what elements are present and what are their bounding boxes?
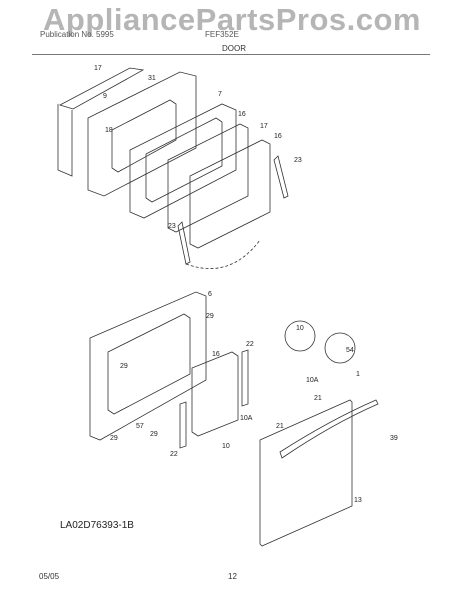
callout-29: 29 <box>206 313 214 320</box>
screw-10-detail <box>284 320 316 352</box>
callout-21-b: 21 <box>276 423 284 430</box>
diagram-code: LA02D76393-1B <box>60 520 134 531</box>
callout-31: 31 <box>148 75 156 82</box>
door-gasket-outline <box>57 104 73 177</box>
callout-16: 16 <box>238 111 246 118</box>
glass-frame <box>129 103 237 219</box>
outer-door-panel <box>89 291 207 441</box>
callout-39: 39 <box>390 435 398 442</box>
door-front-panel <box>259 399 353 547</box>
screw-54-detail <box>324 332 356 364</box>
outer-door-window <box>107 313 191 415</box>
side-trim-right <box>241 349 249 407</box>
window-glass <box>191 351 239 437</box>
callout-22b: 22 <box>170 451 178 458</box>
callout-10-b: 10 <box>222 443 230 450</box>
callout-10A: 10A <box>306 377 319 384</box>
callout-17b: 17 <box>260 123 268 130</box>
glass-retainer <box>189 139 271 249</box>
inner-door-liner <box>87 71 197 197</box>
callout-54: 54 <box>346 347 354 354</box>
publication-number: Publication No. 5995 <box>40 30 114 39</box>
callout-21: 21 <box>314 395 322 402</box>
callout-16c: 16 <box>212 351 220 358</box>
callout-23b: 23 <box>168 223 176 230</box>
callout-22: 22 <box>246 341 254 348</box>
glass-frame-window <box>145 117 223 203</box>
callout-10: 10 <box>296 325 304 332</box>
callout-29b: 29 <box>120 363 128 370</box>
callout-13: 13 <box>354 497 362 504</box>
section-title: DOOR <box>222 44 246 53</box>
liner-window-seal <box>111 99 177 173</box>
footer-date: 05/05 <box>39 572 60 581</box>
callout-1: 1 <box>356 371 360 378</box>
callout-16b: 16 <box>274 133 282 140</box>
page-number: 12 <box>228 572 237 581</box>
header-rule <box>32 54 430 55</box>
door-handle <box>279 399 379 459</box>
callout-10A-b: 10A <box>240 415 253 422</box>
callout-7: 7 <box>218 91 222 98</box>
hinge-right <box>273 155 289 199</box>
callout-6: 6 <box>208 291 212 298</box>
callout-18: 18 <box>105 127 113 134</box>
hinge-cable <box>185 239 261 269</box>
inner-glass-panel <box>167 123 249 233</box>
callout-57: 57 <box>136 423 144 430</box>
watermark: AppliancePartsPros.com <box>43 2 421 37</box>
callout-9: 9 <box>103 93 107 100</box>
side-trim-left <box>179 401 187 449</box>
door-gasket <box>58 67 145 110</box>
model-number: FEF352E <box>205 30 239 39</box>
callout-17: 17 <box>94 65 102 72</box>
callout-23: 23 <box>294 157 302 164</box>
callout-29c: 29 <box>150 431 158 438</box>
callout-29d: 29 <box>110 435 118 442</box>
